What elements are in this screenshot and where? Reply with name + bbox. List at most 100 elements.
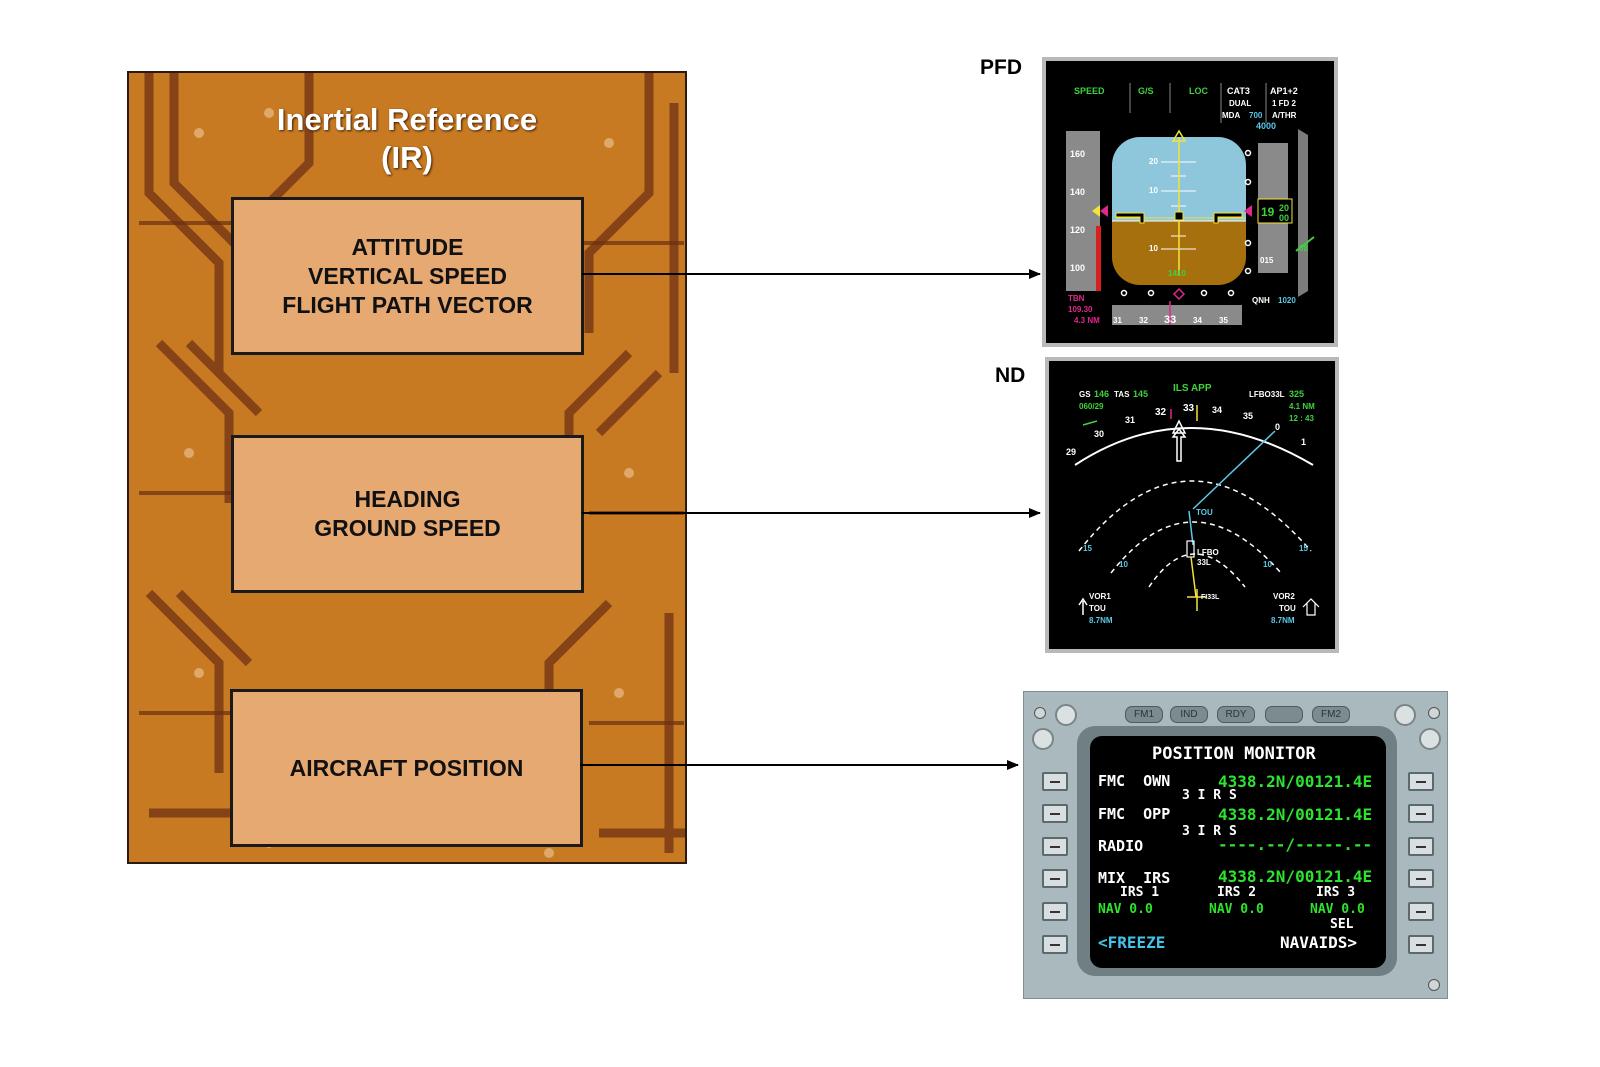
screw-icon xyxy=(1034,707,1046,719)
lsk-5r[interactable] xyxy=(1408,902,1434,921)
screw-icon xyxy=(1428,707,1440,719)
mcdu-irs2-header: IRS 2 xyxy=(1217,885,1257,900)
lsk-3l[interactable] xyxy=(1042,837,1068,856)
annunciator-ind: IND xyxy=(1170,706,1208,723)
radio-altitude: 1410 xyxy=(1168,269,1186,278)
heading-tick-32: 32 xyxy=(1139,316,1148,325)
pitch-mark-10-down: 10 xyxy=(1149,244,1158,253)
qnh-label: QNH xyxy=(1252,296,1270,305)
vor1-distance: 8.7NM xyxy=(1089,616,1113,625)
vertical-speed-mark: 08 xyxy=(1299,244,1308,253)
lsk-1r[interactable] xyxy=(1408,772,1434,791)
range-left-10: 10 xyxy=(1119,560,1128,569)
lsk-4l[interactable] xyxy=(1042,869,1068,888)
mcdu-irs3-header: IRS 3 xyxy=(1316,885,1356,900)
annunciator-rdy: RDY xyxy=(1217,706,1255,723)
nd-display: GS 146 TAS 145 060/29 ILS APP LFBO33L 32… xyxy=(1045,357,1339,653)
nd-wind: 060/29 xyxy=(1079,402,1104,411)
fma-mda-label: MDA xyxy=(1222,111,1240,120)
left-dim-knob[interactable] xyxy=(1032,728,1054,750)
fma-loc: LOC xyxy=(1189,86,1208,96)
ir-heading-box: HEADING GROUND SPEED xyxy=(231,435,584,593)
mcdu-irs1-header: IRS 1 xyxy=(1120,885,1160,900)
vor2-ident: TOU xyxy=(1279,604,1296,613)
ir-box1-line3: FLIGHT PATH VECTOR xyxy=(282,291,533,318)
nd-gs-value: 146 xyxy=(1094,389,1109,399)
qnh-value: 1020 xyxy=(1278,296,1296,305)
ils-frequency: 109.30 xyxy=(1068,305,1093,314)
lsk-4r[interactable] xyxy=(1408,869,1434,888)
ir-title-line1: Inertial Reference xyxy=(276,102,538,137)
lsk-2r[interactable] xyxy=(1408,804,1434,823)
mcdu-freeze-prompt[interactable]: <FREEZE xyxy=(1098,933,1166,952)
lsk-6l[interactable] xyxy=(1042,935,1068,954)
nd-tas-label: TAS xyxy=(1114,390,1130,399)
ir-box3-line1: AIRCRAFT POSITION xyxy=(289,754,524,781)
ils-distance: 4.3 NM xyxy=(1074,316,1100,325)
fma-fd: 1 FD 2 xyxy=(1272,99,1297,108)
vor2-arrow-icon xyxy=(1302,598,1320,616)
annunciator-fm1: FM1 xyxy=(1125,706,1163,723)
mcdu-row4-value: 4338.2N/00121.4E xyxy=(1218,867,1373,886)
pitch-mark-20: 20 xyxy=(1149,157,1158,166)
ir-box2-line2: GROUND SPEED xyxy=(314,515,501,541)
fma-speed: SPEED xyxy=(1074,86,1105,96)
fix-fi33l: FI33L xyxy=(1201,594,1220,601)
compass-29: 29 xyxy=(1066,447,1076,457)
lsk-3r[interactable] xyxy=(1408,837,1434,856)
nd-gs-label: GS xyxy=(1079,390,1091,399)
mcdu-irs3-status: NAV 0.0 xyxy=(1310,902,1365,917)
lsk-2l[interactable] xyxy=(1042,804,1068,823)
mcdu-row1-label: FMC OWN xyxy=(1098,772,1171,790)
heading-tick-31: 31 xyxy=(1113,316,1122,325)
lsk-5l[interactable] xyxy=(1042,902,1068,921)
nd-waypoint-distance: 4.1 NM xyxy=(1289,402,1315,411)
nd-graphic: GS 146 TAS 145 060/29 ILS APP LFBO33L 32… xyxy=(1066,383,1320,625)
compass-33: 33 xyxy=(1183,403,1195,414)
altitude-tick-015: 015 xyxy=(1260,256,1274,265)
nd-waypoint: LFBO33L xyxy=(1249,390,1285,399)
heading-tick-35: 35 xyxy=(1219,316,1228,325)
fma-mda-value: 700 xyxy=(1249,111,1263,120)
pfd-label: PFD xyxy=(980,56,1022,79)
range-right-15: 15 xyxy=(1299,544,1308,553)
runway-number: 33L xyxy=(1197,558,1211,567)
nd-waypoint-bearing: 325 xyxy=(1289,389,1304,399)
lsk-1l[interactable] xyxy=(1042,772,1068,791)
pitch-mark-10-up: 10 xyxy=(1149,186,1158,195)
speed-tick-100: 100 xyxy=(1070,263,1085,273)
brightness-knob[interactable] xyxy=(1394,704,1416,726)
mcdu-irs1-status: NAV 0.0 xyxy=(1098,902,1153,917)
nd-mode: ILS APP xyxy=(1173,383,1212,394)
lsk-6r[interactable] xyxy=(1408,935,1434,954)
speed-tick-120: 120 xyxy=(1070,225,1085,235)
mcdu-row4-label: MIX IRS xyxy=(1098,869,1171,887)
ir-box1-line1: ATTITUDE xyxy=(351,233,464,260)
compass-32: 32 xyxy=(1155,407,1167,418)
mcdu-unit: FM1 IND RDY FM2 POSITION MONITOR FMC OWN… xyxy=(1023,691,1448,999)
mcdu-screen: POSITION MONITOR FMC OWN 4338.2N/00121.4… xyxy=(1090,736,1386,968)
speed-tick-160: 160 xyxy=(1070,149,1085,159)
mcdu-row2-label: FMC OPP xyxy=(1098,805,1171,823)
range-right-10: 10 xyxy=(1263,560,1272,569)
brightness-knob[interactable] xyxy=(1055,704,1077,726)
fma-gs: G/S xyxy=(1138,86,1154,96)
nd-label: ND xyxy=(995,364,1026,387)
mcdu-navaids-prompt[interactable]: NAVAIDS> xyxy=(1280,933,1358,952)
sel-altitude: 4000 xyxy=(1256,121,1276,131)
altitude-readout-tens-a: 20 xyxy=(1279,203,1289,213)
mcdu-row3-label: RADIO xyxy=(1098,837,1144,855)
compass-0: 0 xyxy=(1275,422,1280,432)
mcdu-page-title: POSITION MONITOR xyxy=(1152,744,1316,764)
vor2-label: VOR2 xyxy=(1273,592,1295,601)
pfd-graphic: SPEED G/S LOC CAT3 DUAL MDA 700 AP1+2 1 … xyxy=(1066,83,1315,326)
pfd-display: SPEED G/S LOC CAT3 DUAL MDA 700 AP1+2 1 … xyxy=(1042,57,1338,347)
annunciator-blank xyxy=(1265,706,1303,723)
ir-position-box: AIRCRAFT POSITION xyxy=(230,689,583,847)
right-dim-knob[interactable] xyxy=(1419,728,1441,750)
fma-athr: A/THR xyxy=(1272,111,1297,120)
heading-tick-33: 33 xyxy=(1164,314,1176,326)
ir-title-line2: (IR) xyxy=(381,140,433,175)
fma-cat: CAT3 xyxy=(1227,86,1250,96)
